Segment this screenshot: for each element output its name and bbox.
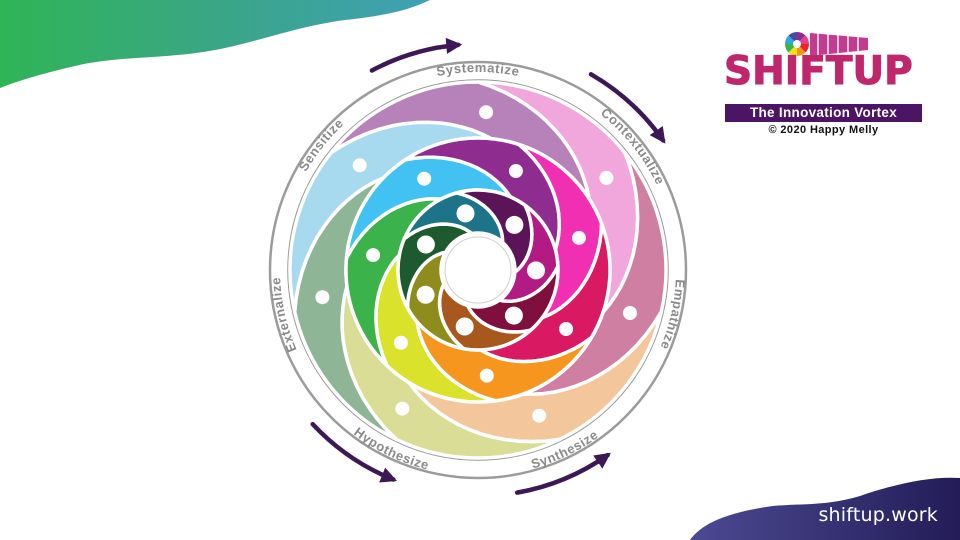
vortex-center-rim bbox=[444, 236, 512, 304]
flow-arrow-head bbox=[593, 452, 611, 469]
flow-arrow-head bbox=[649, 126, 666, 144]
logo-cone-icon bbox=[810, 33, 868, 56]
segment-dot bbox=[455, 317, 474, 336]
stage-label-systematize: Systematize bbox=[435, 60, 521, 79]
outer-segment bbox=[329, 80, 591, 201]
segment-dot bbox=[456, 204, 475, 223]
segment-dot bbox=[527, 261, 545, 280]
corner-wave-bottom-right bbox=[690, 477, 960, 540]
segment-dot bbox=[352, 158, 367, 173]
inner-segment bbox=[454, 188, 534, 274]
segment-dot bbox=[416, 235, 435, 254]
flow-arrow-head bbox=[445, 37, 463, 54]
corner-wave-top-left bbox=[0, 0, 430, 88]
segment-dot bbox=[508, 164, 523, 178]
segment-dot bbox=[315, 290, 330, 305]
segment-dot bbox=[505, 215, 524, 234]
site-url[interactable]: shiftup.work bbox=[818, 504, 938, 526]
brand-name: SHIFTUP bbox=[724, 49, 914, 94]
segment-dot bbox=[479, 105, 494, 120]
logo-pinwheel-hub bbox=[793, 40, 801, 48]
segment-dot bbox=[393, 335, 408, 350]
segment-dot bbox=[572, 230, 586, 245]
segment-dot bbox=[599, 170, 614, 185]
segment-dot bbox=[366, 248, 381, 263]
segment-dot bbox=[395, 401, 410, 416]
flow-arrow-head bbox=[379, 467, 397, 483]
segment-dot bbox=[623, 306, 637, 320]
segment-dot bbox=[504, 306, 523, 325]
vortex-center bbox=[441, 233, 515, 307]
copyright-text: © 2020 Happy Melly bbox=[768, 124, 879, 136]
segment-dot bbox=[532, 408, 547, 423]
inner-ring bbox=[287, 79, 669, 461]
segment-dot bbox=[416, 285, 435, 304]
brand-tagline: The Innovation Vortex bbox=[725, 104, 922, 122]
segment-dot bbox=[479, 368, 494, 383]
segment-dot bbox=[559, 322, 574, 336]
segment-dot bbox=[417, 171, 432, 186]
